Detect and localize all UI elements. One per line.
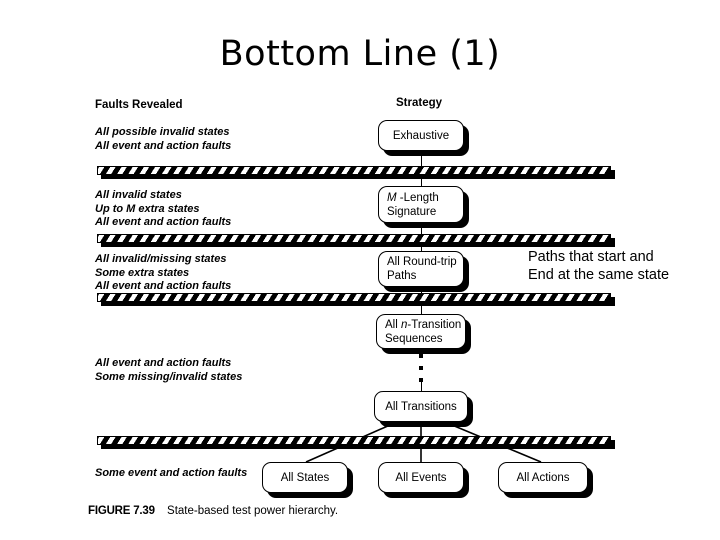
node-face[interactable]: Exhaustive	[378, 120, 464, 151]
node-label: All Actions	[516, 471, 570, 484]
ellipsis-dot	[419, 378, 423, 382]
page-title: Bottom Line (1)	[219, 34, 501, 74]
vertical-ellipsis	[419, 354, 424, 390]
separator-bar-3	[97, 293, 615, 306]
node-face[interactable]: All Actions	[498, 462, 588, 493]
ellipsis-dot	[419, 354, 423, 358]
node-label: All Events	[395, 471, 447, 484]
annotation-line: Paths that start and	[528, 249, 654, 265]
node-all-states[interactable]: All States	[262, 462, 353, 498]
figure-number: FIGURE 7.39	[88, 505, 155, 517]
connector-dots-to-all-transitions	[420, 382, 423, 392]
column-header-faults-revealed: Faults Revealed	[95, 99, 183, 111]
faults-line: Some extra states	[95, 266, 190, 279]
node-label: All States	[280, 471, 330, 484]
figure-caption-text: State-based test power hierarchy.	[167, 505, 339, 517]
annotation-round-trip: Paths that start and End at the same sta…	[528, 248, 669, 284]
node-all-transitions[interactable]: All Transitions	[374, 391, 473, 427]
faults-block-m-length: All invalid states Up to M extra states …	[95, 189, 231, 230]
node-label: All Transitions	[385, 400, 457, 413]
node-face[interactable]: All Transitions	[374, 391, 468, 422]
faults-line: All possible invalid states	[95, 126, 230, 138]
separator-bar-1	[97, 166, 615, 179]
faults-block-round-trip: All invalid/missing states Some extra st…	[95, 253, 231, 294]
faults-block-exhaustive: All possible invalid states All event an…	[95, 126, 231, 153]
node-all-actions[interactable]: All Actions	[498, 462, 593, 498]
faults-line: Some missing/invalid states	[95, 370, 243, 383]
faults-line: All event and action faults	[95, 357, 232, 369]
separator-bar-face	[97, 436, 611, 445]
faults-line: Up to M extra states	[95, 202, 200, 215]
node-label: Exhaustive	[392, 129, 450, 142]
separator-bar-face	[97, 166, 611, 175]
separator-bar-face	[97, 234, 611, 243]
figure-caption: FIGURE 7.39 State-based test power hiera…	[88, 505, 338, 517]
faults-line: All event and action faults	[95, 216, 232, 228]
node-face[interactable]: All Events	[378, 462, 464, 493]
separator-bar-2	[97, 234, 615, 247]
ellipsis-dot	[419, 366, 423, 370]
annotation-line: End at the same state	[528, 267, 670, 283]
faults-line: All event and action faults	[95, 139, 232, 152]
faults-line: All event and action faults	[95, 280, 232, 292]
node-exhaustive[interactable]: Exhaustive	[378, 120, 469, 156]
node-all-events[interactable]: All Events	[378, 462, 469, 498]
separator-bar-face	[97, 293, 611, 302]
faults-block-n-transition: All event and action faults Some missing…	[95, 357, 242, 384]
faults-line: All invalid states	[95, 189, 182, 201]
faults-block-all-states: Some event and action faults	[95, 467, 247, 481]
column-header-strategy: Strategy	[396, 97, 443, 109]
separator-bar-4	[97, 436, 615, 449]
faults-line: Some event and action faults	[95, 467, 248, 479]
faults-line: All invalid/missing states	[95, 253, 227, 265]
node-face[interactable]: All States	[262, 462, 348, 493]
